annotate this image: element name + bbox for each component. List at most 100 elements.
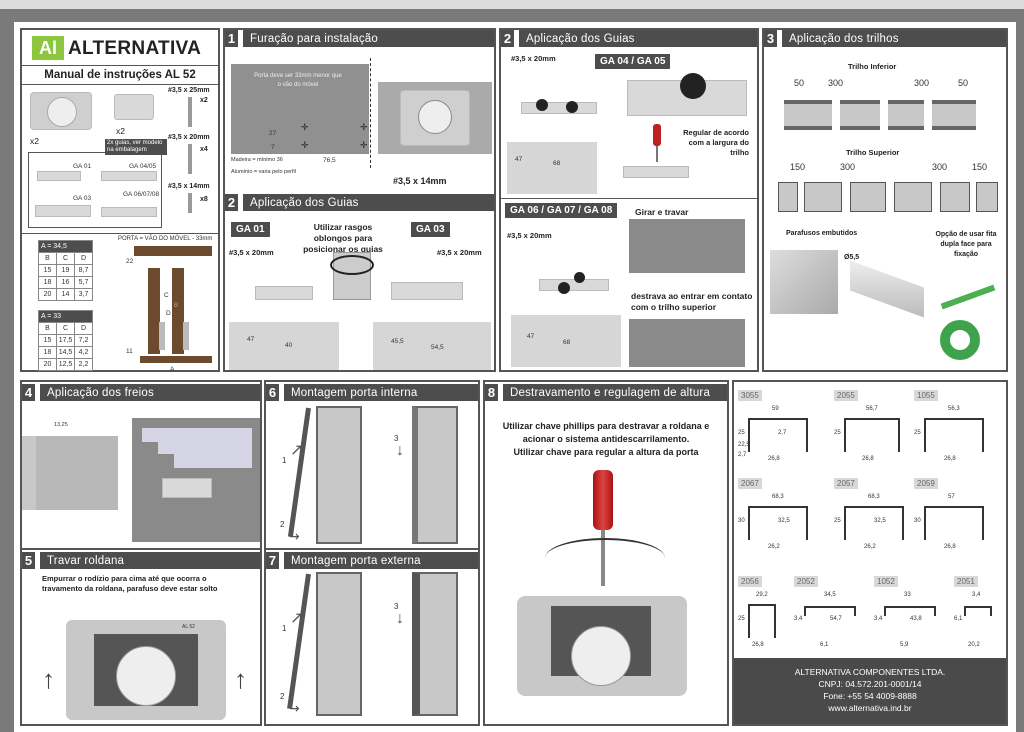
screw-spec-2: #3,5 x 20mm (168, 134, 210, 141)
profile-dim: 6,1 (820, 642, 829, 648)
profile-shape (924, 418, 984, 452)
upper-rail (804, 182, 842, 212)
table-header: C (56, 322, 75, 335)
company-name: ALTERNATIVA COMPONENTES LTDA. (794, 667, 946, 677)
profile-dim: 32,5 (778, 518, 790, 524)
profile-dim: 29,2 (756, 592, 768, 598)
profile-code: 1055 (914, 390, 938, 401)
arrow-up-right-icon: ↗ (290, 610, 304, 627)
guide-label: GA 04/05 (129, 163, 157, 170)
tape-note: Opção de usar fita dupla face para fixaç… (935, 231, 997, 258)
door-tilted (287, 573, 311, 710)
step-label: 1 (282, 456, 287, 465)
section-number: 8 (485, 384, 503, 401)
profile-dim: 3,4 (874, 616, 883, 622)
roller-front-view: AL 52 (66, 620, 226, 720)
ga01-screw: #3,5 x 20mm (229, 248, 274, 257)
section-header: 2 Aplicação dos Guias (501, 30, 757, 47)
roller-illustration (30, 92, 92, 130)
profile-dim: 30 (914, 518, 921, 524)
upper-rail-title: Trilho Superior (846, 148, 900, 157)
screw-icon (188, 97, 192, 127)
parts-panel: Al ALTERNATIVA Manual de instruções AL 5… (20, 28, 220, 373)
side-diagram-caption: PORTA = VÃO DO MÓVEL - 33mm (118, 236, 213, 242)
divider (22, 233, 218, 234)
instruction-line: Utilizar chave para regular a altura da … (513, 447, 699, 457)
ga0405-dim-1: 47 (515, 156, 523, 163)
oblong-note: Utilizar rasgos oblongos para posicionar… (303, 222, 383, 254)
hole-marker-icon: ✛ (301, 140, 309, 150)
arrow-down-icon: ↓ (396, 610, 404, 627)
upper-dim: 300 (840, 162, 856, 172)
ga060708-guide (539, 272, 609, 294)
profile-dim: 3,4 (794, 616, 803, 622)
ga01-dim-1: 47 (247, 336, 255, 343)
profile-dim: 26,8 (944, 544, 956, 550)
ga03-tag: GA 03 (411, 222, 450, 237)
cabinet-top (134, 246, 212, 256)
ga0405-tag: GA 04 / GA 05 (595, 54, 671, 69)
profile-dim: 59 (772, 406, 779, 412)
table-header: B (38, 252, 57, 265)
profile-code: 2056 (738, 576, 762, 587)
screw-qty-2: x4 (200, 146, 208, 153)
company-website[interactable]: www.alternativa.ind.br (828, 703, 912, 713)
section-number: 7 (266, 552, 284, 569)
profile-code: 2067 (738, 478, 762, 489)
lower-rail-title: Trilho Inferior (848, 62, 897, 71)
profile-shape (844, 506, 904, 540)
section-7-outer-door: 7 Montagem porta externa 1 2 3 ↗ ↪ ↓ (264, 550, 480, 726)
instruction-line: Utilizar chave phillips para destravar a… (502, 421, 710, 431)
door-outer (172, 268, 184, 354)
brand-logo: Al ALTERNATIVA (32, 36, 212, 62)
company-footer: ALTERNATIVA COMPONENTES LTDA. CNPJ: 04.5… (734, 658, 1006, 724)
profile-dim: 20,2 (968, 642, 980, 648)
section-title: Aplicação dos freios (47, 386, 154, 399)
lower-dim: 50 (958, 78, 969, 88)
profile-code: 2059 (914, 478, 938, 489)
divider (22, 84, 218, 85)
upper-dim: 150 (972, 162, 988, 172)
section-6-inner-door: 6 Montagem porta interna 1 2 3 ↗ ↪ ↓ (264, 380, 480, 550)
unlock-note: destrava ao entrar em contato com o tril… (631, 291, 753, 312)
drill-diameter: Ø5,5 (844, 254, 860, 261)
section-header: 7 Montagem porta externa (266, 552, 478, 569)
ga0405-dim-2: 68 (553, 160, 561, 167)
cabinet-frame (412, 572, 458, 716)
tape-roll-icon (940, 320, 980, 360)
screw-spec: #3,5 x 14mm (393, 176, 447, 186)
profile-dim: 54,7 (830, 616, 842, 622)
up-arrow-icon: ↑ (42, 664, 55, 694)
ga060708-tag: GA 06 / GA 07 / GA 08 (505, 203, 618, 218)
profile-dim: 26,8 (862, 456, 874, 462)
profile-shape (748, 506, 808, 540)
profile-shape (748, 604, 776, 638)
label-d: D (166, 310, 171, 317)
profile-shape (748, 418, 808, 452)
profile-dim: 68,3 (772, 494, 784, 500)
section-title: Aplicação dos Guias (526, 32, 635, 45)
step-label: 2 (280, 692, 285, 701)
section-title: Montagem porta interna (291, 386, 418, 399)
roller-front-view (517, 596, 687, 696)
guide-ga01 (37, 171, 81, 181)
label-c: C (164, 292, 169, 299)
hole-marker-icon: ✛ (360, 140, 368, 150)
lock-instruction: Empurrar o rodízio para cima até que oco… (42, 574, 218, 593)
ga03-guide (391, 282, 463, 300)
ga060708-dim-1: 47 (527, 333, 535, 340)
instruction-sheet: Al ALTERNATIVA Manual de instruções AL 5… (14, 22, 1016, 732)
profile-shape (924, 506, 984, 540)
section-title: Montagem porta externa (291, 554, 421, 567)
guide-ga0405 (101, 171, 157, 181)
roller-post (183, 322, 189, 350)
upper-rail (940, 182, 970, 212)
ga0405-screw: #3,5 x 20mm (511, 54, 556, 63)
section-header: 8 Destravamento e regulagem de altura (485, 384, 727, 401)
ga03-dim-2: 54,5 (431, 344, 444, 351)
